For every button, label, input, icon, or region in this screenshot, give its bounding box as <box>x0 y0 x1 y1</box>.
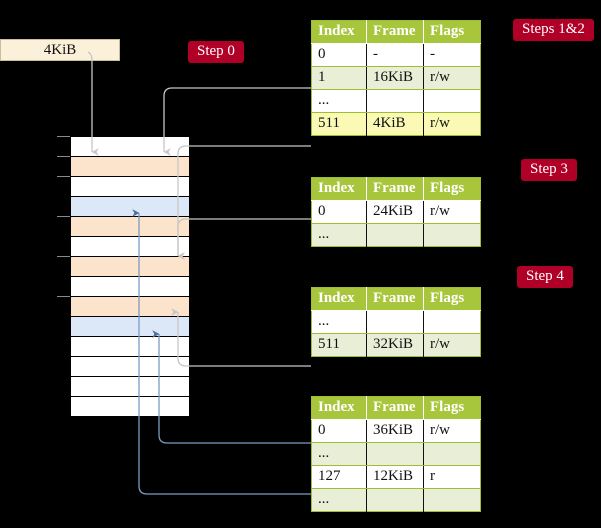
cell-index: 0 <box>311 200 367 224</box>
table-row: ... <box>311 223 481 247</box>
cell-index: ... <box>311 89 367 113</box>
memory-frame-cell <box>71 176 189 196</box>
memory-frame-cell <box>71 336 189 356</box>
cell-index: 0 <box>311 43 367 67</box>
memory-frame-tick <box>57 136 71 137</box>
column-header-frame: Frame <box>366 20 424 44</box>
step-badge-step3: Step 3 <box>521 159 577 181</box>
cell-index: ... <box>311 310 367 334</box>
memory-frame-tick <box>57 216 71 217</box>
memory-frame-cell <box>71 236 189 256</box>
column-header-flags: Flags <box>423 287 481 311</box>
memory-frame-cell <box>71 296 189 316</box>
cell-flags: r/w <box>423 66 481 90</box>
cell-index: 511 <box>311 333 367 357</box>
cell-flags: r/w <box>423 333 481 357</box>
column-header-index: Index <box>311 177 367 201</box>
cell-index: ... <box>311 488 367 512</box>
table-row: ... <box>311 442 481 466</box>
cell-flags: r/w <box>423 112 481 136</box>
cell-index: ... <box>311 442 367 466</box>
memory-frame-cell <box>71 396 189 416</box>
cell-flags <box>423 89 481 113</box>
column-header-frame: Frame <box>366 287 424 311</box>
step-badge-step4: Step 4 <box>517 266 573 288</box>
column-header-flags: Flags <box>423 396 481 420</box>
cell-index: 1 <box>311 66 367 90</box>
memory-frame-tick <box>57 296 71 297</box>
memory-frame-cell <box>71 376 189 396</box>
column-header-index: Index <box>311 396 367 420</box>
cell-frame <box>366 223 424 247</box>
cell-frame: 12KiB <box>366 465 424 489</box>
column-header-frame: Frame <box>366 177 424 201</box>
cell-flags: r <box>423 465 481 489</box>
memory-frame-cell <box>71 316 189 336</box>
memory-frame-cell <box>71 196 189 216</box>
column-header-index: Index <box>311 20 367 44</box>
cell-flags <box>423 223 481 247</box>
table-row: ... <box>311 89 481 113</box>
memory-frame-cell <box>71 216 189 236</box>
column-header-index: Index <box>311 287 367 311</box>
cell-flags: r/w <box>423 419 481 443</box>
table-row: ... <box>311 488 481 512</box>
table-row: ... <box>311 310 481 334</box>
cell-frame: 24KiB <box>366 200 424 224</box>
memory-frame-cell <box>71 136 189 156</box>
cell-frame: 4KiB <box>366 112 424 136</box>
cell-flags <box>423 310 481 334</box>
table-row: 0-- <box>311 43 481 67</box>
memory-frame-tick <box>57 256 71 257</box>
wire-table2-row0-to-memory <box>177 218 311 260</box>
column-header-frame: Frame <box>366 396 424 420</box>
cell-index: 127 <box>311 465 367 489</box>
cell-index: 0 <box>311 419 367 443</box>
cell-index: 511 <box>311 112 367 136</box>
cell-frame <box>366 442 424 466</box>
source-frame-box: 4KiB <box>0 39 120 61</box>
cell-frame <box>366 89 424 113</box>
cell-frame: 32KiB <box>366 333 424 357</box>
wire-table1-row511-to-memory <box>177 145 311 260</box>
cell-frame <box>366 488 424 512</box>
memory-frame-tick <box>57 176 71 177</box>
physical-memory-column <box>70 136 190 417</box>
cell-flags <box>423 488 481 512</box>
cell-index: ... <box>311 223 367 247</box>
cell-frame: - <box>366 43 424 67</box>
wire-table3-row511-to-memory <box>171 308 311 367</box>
cell-flags: r/w <box>423 200 481 224</box>
memory-frame-tick <box>57 156 71 157</box>
memory-frame-cell <box>71 276 189 296</box>
cell-flags <box>423 442 481 466</box>
memory-frame-cell <box>71 156 189 176</box>
step-badge-steps12: Steps 1&2 <box>513 19 594 41</box>
cell-frame: 16KiB <box>366 66 424 90</box>
cell-flags: - <box>423 43 481 67</box>
column-header-flags: Flags <box>423 177 481 201</box>
memory-frame-cell <box>71 356 189 376</box>
memory-frame-cell <box>71 256 189 276</box>
cell-frame: 36KiB <box>366 419 424 443</box>
cell-frame <box>366 310 424 334</box>
column-header-flags: Flags <box>423 20 481 44</box>
step-badge-step0: Step 0 <box>188 41 244 63</box>
